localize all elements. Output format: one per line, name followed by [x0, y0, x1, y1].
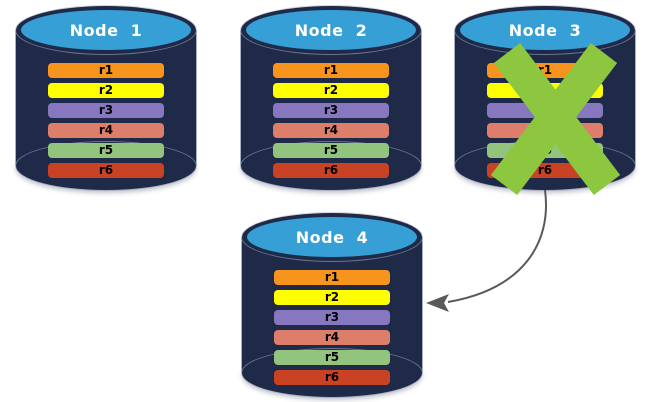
replica-list: r1 r2 r3 r4 r5 r6 — [274, 270, 390, 385]
replica-r6: r6 — [273, 163, 389, 178]
cylinder-top: Node 2 — [241, 6, 421, 54]
node-4: Node 4 r1 r2 r3 r4 r5 r6 — [242, 213, 422, 397]
replica-r3: r3 — [487, 103, 603, 118]
node-3: Node 3 r1 r2 r3 r4 r5 r6 — [455, 6, 635, 190]
replica-list: r1 r2 r3 r4 r5 r6 — [273, 63, 389, 178]
replication-arrow — [426, 189, 547, 312]
replica-list: r1 r2 r3 r4 r5 r6 — [487, 63, 603, 178]
replica-r5: r5 — [48, 143, 164, 158]
replica-r1: r1 — [48, 63, 164, 78]
replica-r2: r2 — [274, 290, 390, 305]
replica-r3: r3 — [273, 103, 389, 118]
replica-r5: r5 — [273, 143, 389, 158]
replica-r5: r5 — [274, 350, 390, 365]
replica-r3: r3 — [48, 103, 164, 118]
cylinder-top: Node 1 — [16, 6, 196, 54]
replica-r6: r6 — [274, 370, 390, 385]
replica-r1: r1 — [274, 270, 390, 285]
node-2: Node 2 r1 r2 r3 r4 r5 r6 — [241, 6, 421, 190]
replica-r4: r4 — [48, 123, 164, 138]
replica-r1: r1 — [487, 63, 603, 78]
replica-r4: r4 — [487, 123, 603, 138]
cylinder-top-face: Node 4 — [247, 217, 417, 257]
replica-r5: r5 — [487, 143, 603, 158]
replica-r4: r4 — [273, 123, 389, 138]
replica-r6: r6 — [48, 163, 164, 178]
cylinder-top-face: Node 1 — [21, 10, 191, 50]
replica-r3: r3 — [274, 310, 390, 325]
cylinder-top: Node 4 — [242, 213, 422, 261]
cylinder-top-face: Node 3 — [460, 10, 630, 50]
cylinder-top: Node 3 — [455, 6, 635, 54]
node-label: Node 1 — [69, 20, 143, 40]
replica-r4: r4 — [274, 330, 390, 345]
replica-r6: r6 — [487, 163, 603, 178]
node-label: Node 4 — [295, 227, 369, 247]
replica-r1: r1 — [273, 63, 389, 78]
replica-r2: r2 — [487, 83, 603, 98]
cylinder-top-face: Node 2 — [246, 10, 416, 50]
replica-r2: r2 — [273, 83, 389, 98]
replica-list: r1 r2 r3 r4 r5 r6 — [48, 63, 164, 178]
replica-r2: r2 — [48, 83, 164, 98]
node-label: Node 3 — [508, 20, 582, 40]
node-label: Node 2 — [294, 20, 368, 40]
node-1: Node 1 r1 r2 r3 r4 r5 r6 — [16, 6, 196, 190]
